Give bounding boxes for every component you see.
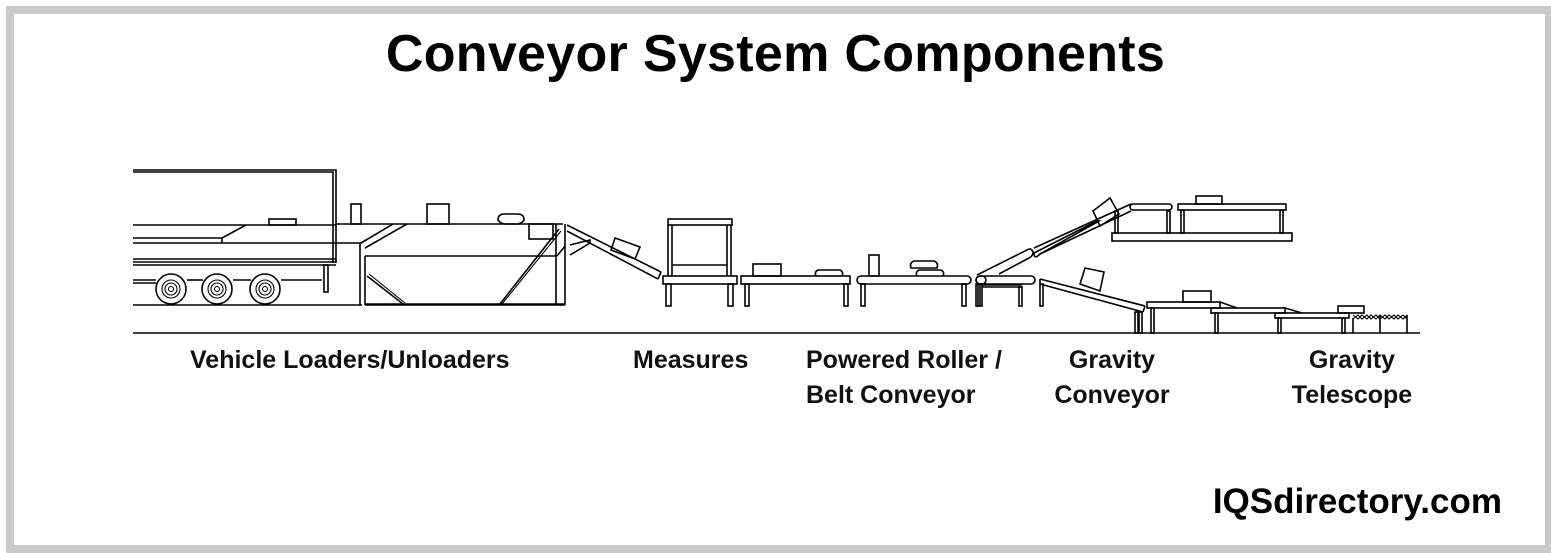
vehicle-loader-illustration — [336, 203, 566, 306]
label-gravity-conveyor-line2: Conveyor — [1054, 381, 1170, 409]
label-gravity-telescope-line1: Gravity — [1308, 346, 1396, 374]
gravity-telescope-illustration — [1134, 290, 1408, 334]
label-measures: Measures — [633, 343, 748, 378]
diagram-frame — [6, 6, 1551, 553]
label-gravity-telescope: Gravity Telescope — [1282, 343, 1422, 413]
label-powered-roller-line2: Belt Conveyor — [806, 381, 976, 409]
incline-conveyor-illustration — [566, 224, 662, 280]
label-measures-text: Measures — [633, 346, 749, 374]
gravity-conveyor-illustration — [975, 195, 1293, 313]
label-powered-roller-line1: Powered Roller / — [806, 346, 1002, 374]
label-gravity-conveyor: Gravity Conveyor — [1046, 343, 1178, 413]
wheel-icon — [201, 273, 233, 305]
diagram-title: Conveyor System Components — [385, 25, 1166, 83]
wheel-icon — [155, 273, 187, 305]
measure-illustration — [662, 218, 738, 307]
roller-conveyor-illustration — [856, 254, 972, 307]
belt-conveyor-illustration — [740, 263, 851, 307]
truck-trailer-illustration — [133, 169, 362, 306]
label-vehicle-loaders-text: Vehicle Loaders/Unloaders — [190, 346, 510, 374]
label-gravity-telescope-line2: Telescope — [1291, 381, 1413, 409]
label-powered-roller: Powered Roller / Belt Conveyor — [806, 343, 1002, 413]
label-gravity-conveyor-line1: Gravity — [1068, 346, 1156, 374]
wheel-icon — [249, 273, 281, 305]
brand-watermark: IQSdirectory.com — [1212, 482, 1502, 521]
label-vehicle-loaders: Vehicle Loaders/Unloaders — [190, 343, 510, 378]
